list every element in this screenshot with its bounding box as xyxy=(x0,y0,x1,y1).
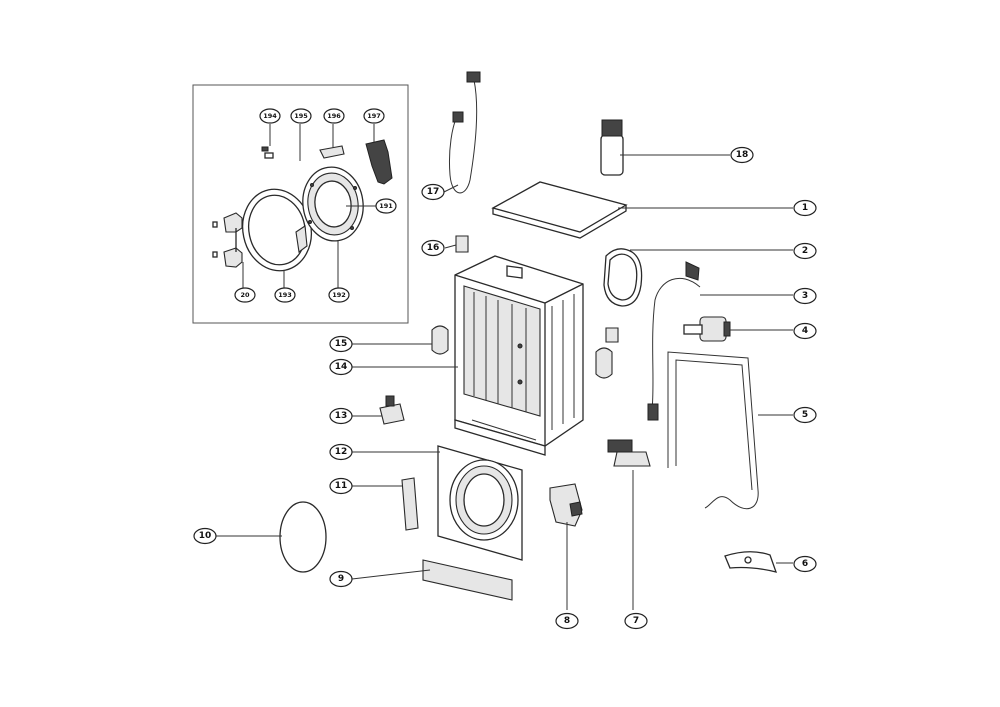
callout-1: 1 xyxy=(793,199,817,217)
svg-text:197: 197 xyxy=(367,112,381,120)
callout-20: 20 xyxy=(234,287,256,303)
svg-text:18: 18 xyxy=(736,150,749,160)
svg-text:191: 191 xyxy=(379,202,393,210)
top-panel xyxy=(491,181,628,239)
svg-text:7: 7 xyxy=(633,616,639,626)
bracket-right xyxy=(595,347,613,379)
door-assembly-inset-frame xyxy=(192,84,409,324)
callout-192: 192 xyxy=(328,287,350,303)
pressure-hose xyxy=(651,277,701,411)
door-hinge xyxy=(212,212,243,268)
callout-3: 3 xyxy=(793,287,817,305)
svg-text:4: 4 xyxy=(802,326,808,336)
callout-194: 194 xyxy=(259,108,281,124)
front-panel xyxy=(437,445,523,561)
callout-15: 15 xyxy=(329,335,353,353)
callout-2: 2 xyxy=(793,242,817,260)
callout-8: 8 xyxy=(555,612,579,630)
callout-9: 9 xyxy=(329,570,353,588)
svg-text:5: 5 xyxy=(802,410,808,420)
svg-text:12: 12 xyxy=(335,447,348,457)
svg-text:10: 10 xyxy=(199,531,212,541)
inlet-hose xyxy=(449,79,478,194)
callout-13: 13 xyxy=(329,407,353,425)
callout-195: 195 xyxy=(290,108,312,124)
cable-clip xyxy=(455,235,469,253)
suppressor-capacitor xyxy=(600,119,624,176)
callout-18: 18 xyxy=(730,146,754,164)
svg-text:13: 13 xyxy=(335,411,348,421)
svg-text:6: 6 xyxy=(802,559,808,569)
svg-text:196: 196 xyxy=(327,112,341,120)
svg-text:192: 192 xyxy=(332,291,346,299)
svg-text:3: 3 xyxy=(802,291,808,301)
svg-text:16: 16 xyxy=(427,243,440,253)
callout-5: 5 xyxy=(793,406,817,424)
svg-text:11: 11 xyxy=(335,481,348,491)
door-seal xyxy=(279,501,327,573)
water-level-switch xyxy=(607,439,651,467)
callout-12: 12 xyxy=(329,443,353,461)
callout-193: 193 xyxy=(274,287,296,303)
bracket-left xyxy=(431,325,449,355)
door-inner-frame xyxy=(302,166,364,242)
svg-text:20: 20 xyxy=(240,291,250,299)
callout-197: 197 xyxy=(363,108,385,124)
door-screw xyxy=(261,146,274,159)
door-latch xyxy=(319,145,345,159)
callout-17: 17 xyxy=(421,183,445,201)
callout-7: 7 xyxy=(624,612,648,630)
callout-6: 6 xyxy=(793,555,817,573)
svg-text:9: 9 xyxy=(338,574,344,584)
svg-text:14: 14 xyxy=(335,362,348,372)
svg-text:194: 194 xyxy=(263,112,277,120)
svg-text:8: 8 xyxy=(564,616,570,626)
callout-16: 16 xyxy=(421,239,445,257)
callout-11: 11 xyxy=(329,477,353,495)
callout-191: 191 xyxy=(375,198,397,214)
kick-plate xyxy=(422,559,513,601)
drain-valve xyxy=(683,316,731,342)
svg-text:195: 195 xyxy=(294,112,308,120)
hinge-strip xyxy=(401,477,419,531)
door-outer-ring xyxy=(242,188,312,272)
cabinet-frame xyxy=(454,255,584,456)
drain-pump xyxy=(379,403,405,425)
callout-196: 196 xyxy=(323,108,345,124)
callout-4: 4 xyxy=(793,322,817,340)
drain-hose xyxy=(667,351,759,510)
svg-text:2: 2 xyxy=(802,246,808,256)
svg-text:17: 17 xyxy=(427,187,440,197)
callout-10: 10 xyxy=(193,527,217,545)
callout-14: 14 xyxy=(329,358,353,376)
svg-text:193: 193 xyxy=(278,291,292,299)
svg-text:15: 15 xyxy=(335,339,348,349)
door-handle xyxy=(365,139,393,185)
svg-text:1: 1 xyxy=(802,203,808,213)
